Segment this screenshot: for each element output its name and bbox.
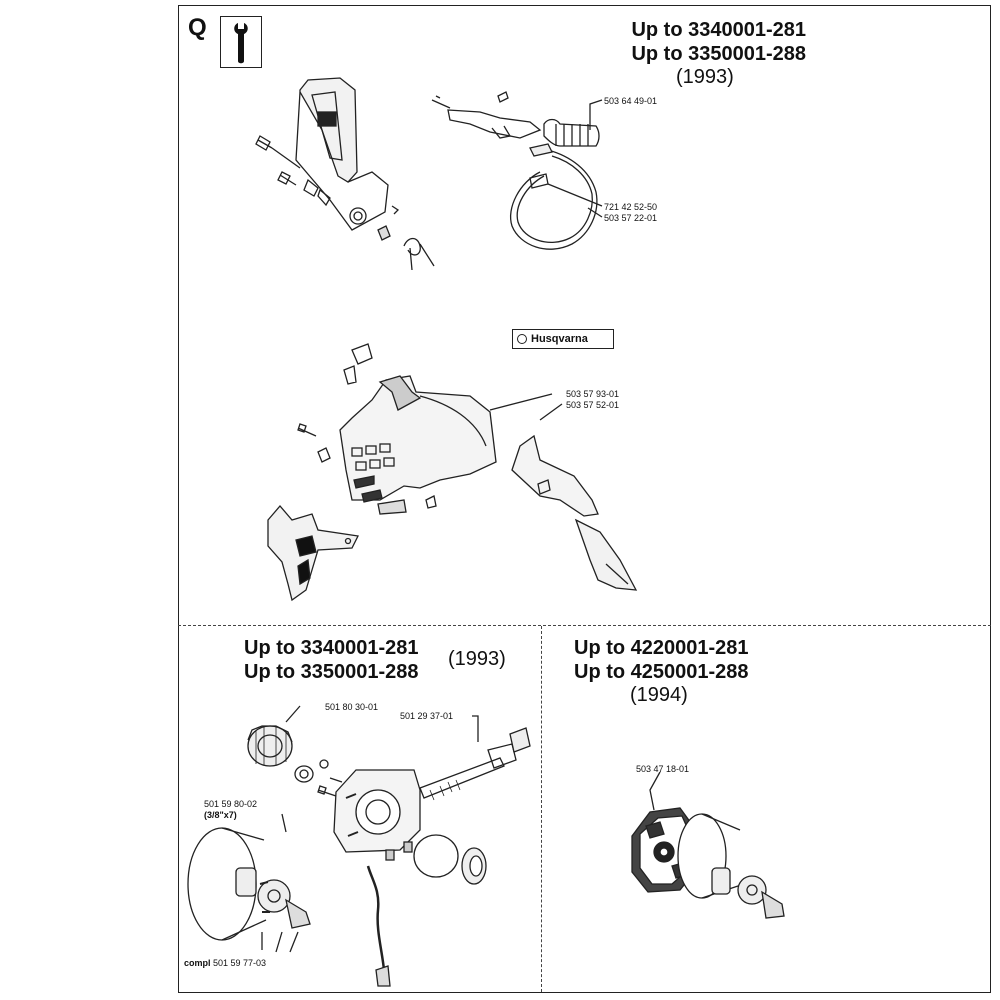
clutch-drum-sprocket	[247, 705, 301, 767]
brake-lever	[431, 91, 600, 147]
part-number: 501 59 77-03	[213, 958, 267, 968]
pump-shaft	[419, 715, 531, 801]
part-number: 721 42 52-50	[604, 202, 658, 212]
section-divider-vertical	[541, 626, 542, 992]
part-number: 501 29 37-01	[400, 711, 454, 721]
part-note: (3/8"x7)	[204, 810, 237, 820]
oil-hose	[366, 865, 391, 987]
part-prefix: compl	[184, 958, 211, 968]
screws-small	[255, 135, 400, 241]
crown-logo-icon	[517, 334, 527, 344]
brake-band	[510, 143, 598, 250]
part-number: 503 57 22-01	[604, 213, 658, 223]
husqvarna-logo-decal: Husqvarna	[512, 329, 614, 349]
top-heading-line1: Up to 3340001-281	[631, 19, 806, 41]
top-heading-line2: Up to 3350001-288	[631, 43, 806, 65]
top-leader-lines	[547, 99, 603, 218]
chain-guard-plate	[267, 505, 359, 602]
bl-heading-line1: Up to 3340001-281	[244, 637, 419, 659]
section-divider-horizontal	[178, 625, 991, 626]
wrench-icon-box	[220, 16, 262, 68]
part-number: 503 64 49-01	[604, 96, 658, 106]
clutch-drum-left	[187, 813, 311, 953]
part-number: 501 80 30-01	[325, 702, 379, 712]
br-heading-line1: Up to 4220001-281	[574, 637, 749, 659]
brake-spring	[403, 237, 435, 271]
chain-catcher	[511, 434, 638, 591]
top-year: (1993)	[676, 66, 734, 88]
oring-and-seal	[413, 834, 487, 885]
diagram-frame	[178, 5, 991, 993]
bl-year: (1993)	[448, 648, 506, 670]
clutch-assembly-right	[631, 771, 785, 919]
wrench-icon	[234, 23, 248, 64]
section-letter: Q	[188, 14, 207, 41]
oil-pump-housing	[317, 769, 421, 861]
clutch-cover	[297, 343, 563, 515]
bl-heading-line2: Up to 3350001-288	[244, 661, 419, 683]
part-number: 503 57 52-01	[566, 400, 620, 410]
part-number: 503 57 93-01	[566, 389, 620, 399]
washer	[294, 759, 329, 783]
br-year: (1994)	[630, 684, 688, 706]
part-number: 501 59 80-02	[204, 799, 258, 809]
br-heading-line2: Up to 4250001-288	[574, 661, 749, 683]
chain-brake-handle	[295, 77, 389, 231]
part-number: 503 47 18-01	[636, 764, 690, 774]
logo-text: Husqvarna	[531, 333, 588, 345]
